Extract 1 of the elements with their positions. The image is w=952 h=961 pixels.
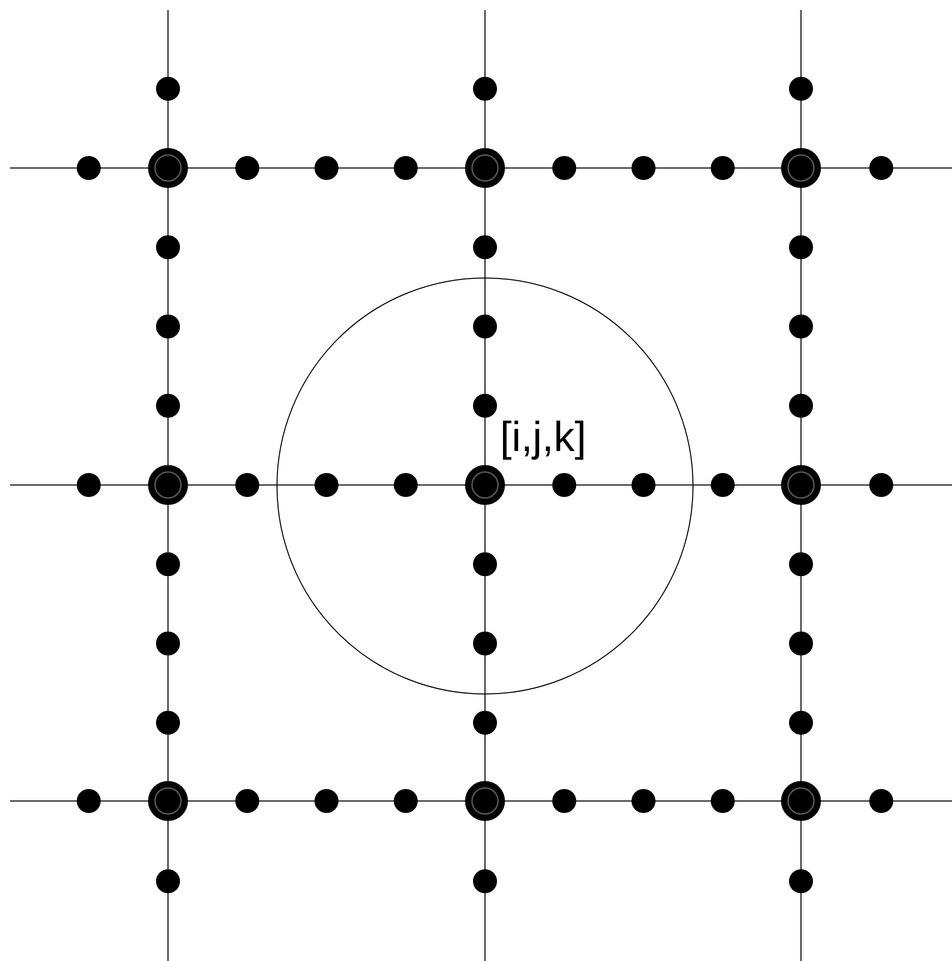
index-label: [i,j,k] <box>500 416 586 458</box>
